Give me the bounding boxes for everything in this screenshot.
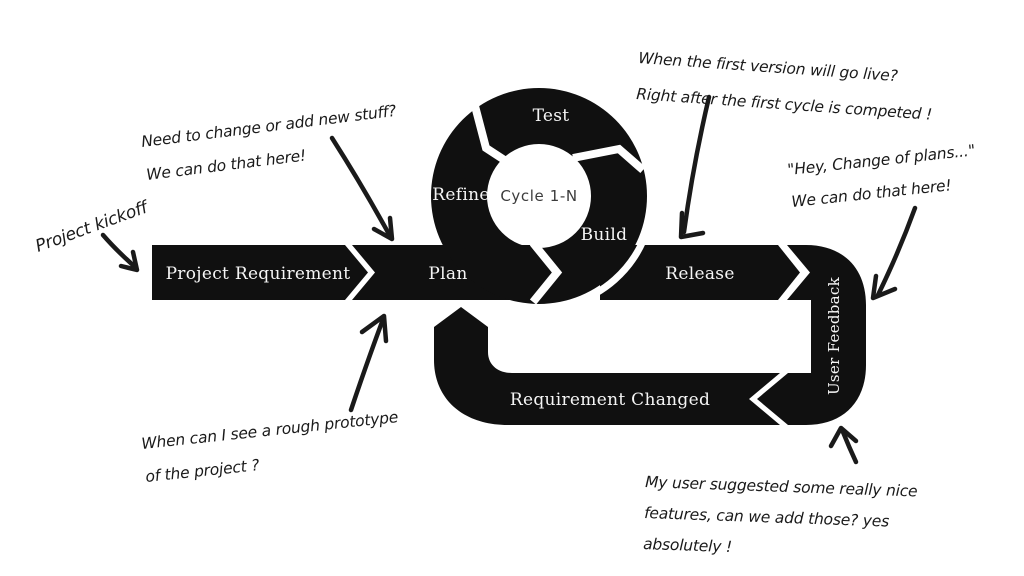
- ring-band-gap-arc: [571, 239, 647, 307]
- ring-chevron-build-to-test: [572, 144, 646, 174]
- note-change-of-plans-line1: "Hey, Change of plans...": [787, 141, 977, 179]
- note-first-version-line2: Right after the first cycle is competed …: [636, 85, 933, 124]
- note-need-change-line1: Need to change or add new stuff?: [140, 102, 397, 151]
- arrow-user-suggested: [828, 425, 859, 465]
- note-need-change-line2: We can do that here!: [145, 147, 307, 184]
- stage-band-user-feedback-uturn: [757, 245, 866, 425]
- note-rough-prototype-line2: of the project ?: [145, 456, 261, 486]
- label-build: Build: [581, 225, 628, 245]
- note-user-suggested-line2: features, can we add those? yes: [644, 504, 890, 531]
- label-test: Test: [533, 106, 570, 126]
- note-first-version: When the first version will go live? Rig…: [636, 49, 933, 124]
- note-change-of-plans: "Hey, Change of plans..." We can do that…: [787, 141, 977, 211]
- arrow-project-kickoff: [100, 232, 140, 273]
- arrow-first-version: [678, 94, 712, 240]
- note-rough-prototype: When can I see a rough prototype of the …: [141, 408, 399, 486]
- label-refine: Refine: [432, 185, 489, 205]
- stage-band-requirement-changed: [434, 307, 780, 425]
- arrow-need-change: [329, 135, 395, 242]
- arrow-change-of-plans: [870, 205, 918, 301]
- note-change-of-plans-line2: We can do that here!: [791, 176, 953, 211]
- stage-band-release: [600, 245, 800, 300]
- note-first-version-line1: When the first version will go live?: [638, 49, 898, 85]
- label-user-feedback: User Feedback: [825, 276, 843, 395]
- note-user-suggested-line1: My user suggested some really nice: [645, 473, 918, 500]
- note-user-suggested: My user suggested some really nice featu…: [643, 473, 918, 556]
- note-project-kickoff: Project kickoff: [33, 197, 153, 257]
- note-need-change: Need to change or add new stuff? We can …: [140, 102, 397, 184]
- label-requirement-changed: Requirement Changed: [510, 390, 710, 410]
- note-user-suggested-line3: absolutely !: [643, 535, 732, 556]
- note-rough-prototype-line1: When can I see a rough prototype: [141, 408, 399, 453]
- arrow-rough-prototype: [348, 313, 389, 413]
- label-cycle-1-n: Cycle 1-N: [500, 187, 577, 205]
- label-project-requirement: Project Requirement: [166, 264, 351, 284]
- stage-band-project-requirement: [152, 245, 368, 300]
- label-release: Release: [665, 264, 734, 284]
- label-plan: Plan: [428, 264, 467, 284]
- ring-chevron-test-to-refine: [471, 104, 512, 167]
- plan-tip-chevron-gap: [529, 240, 563, 305]
